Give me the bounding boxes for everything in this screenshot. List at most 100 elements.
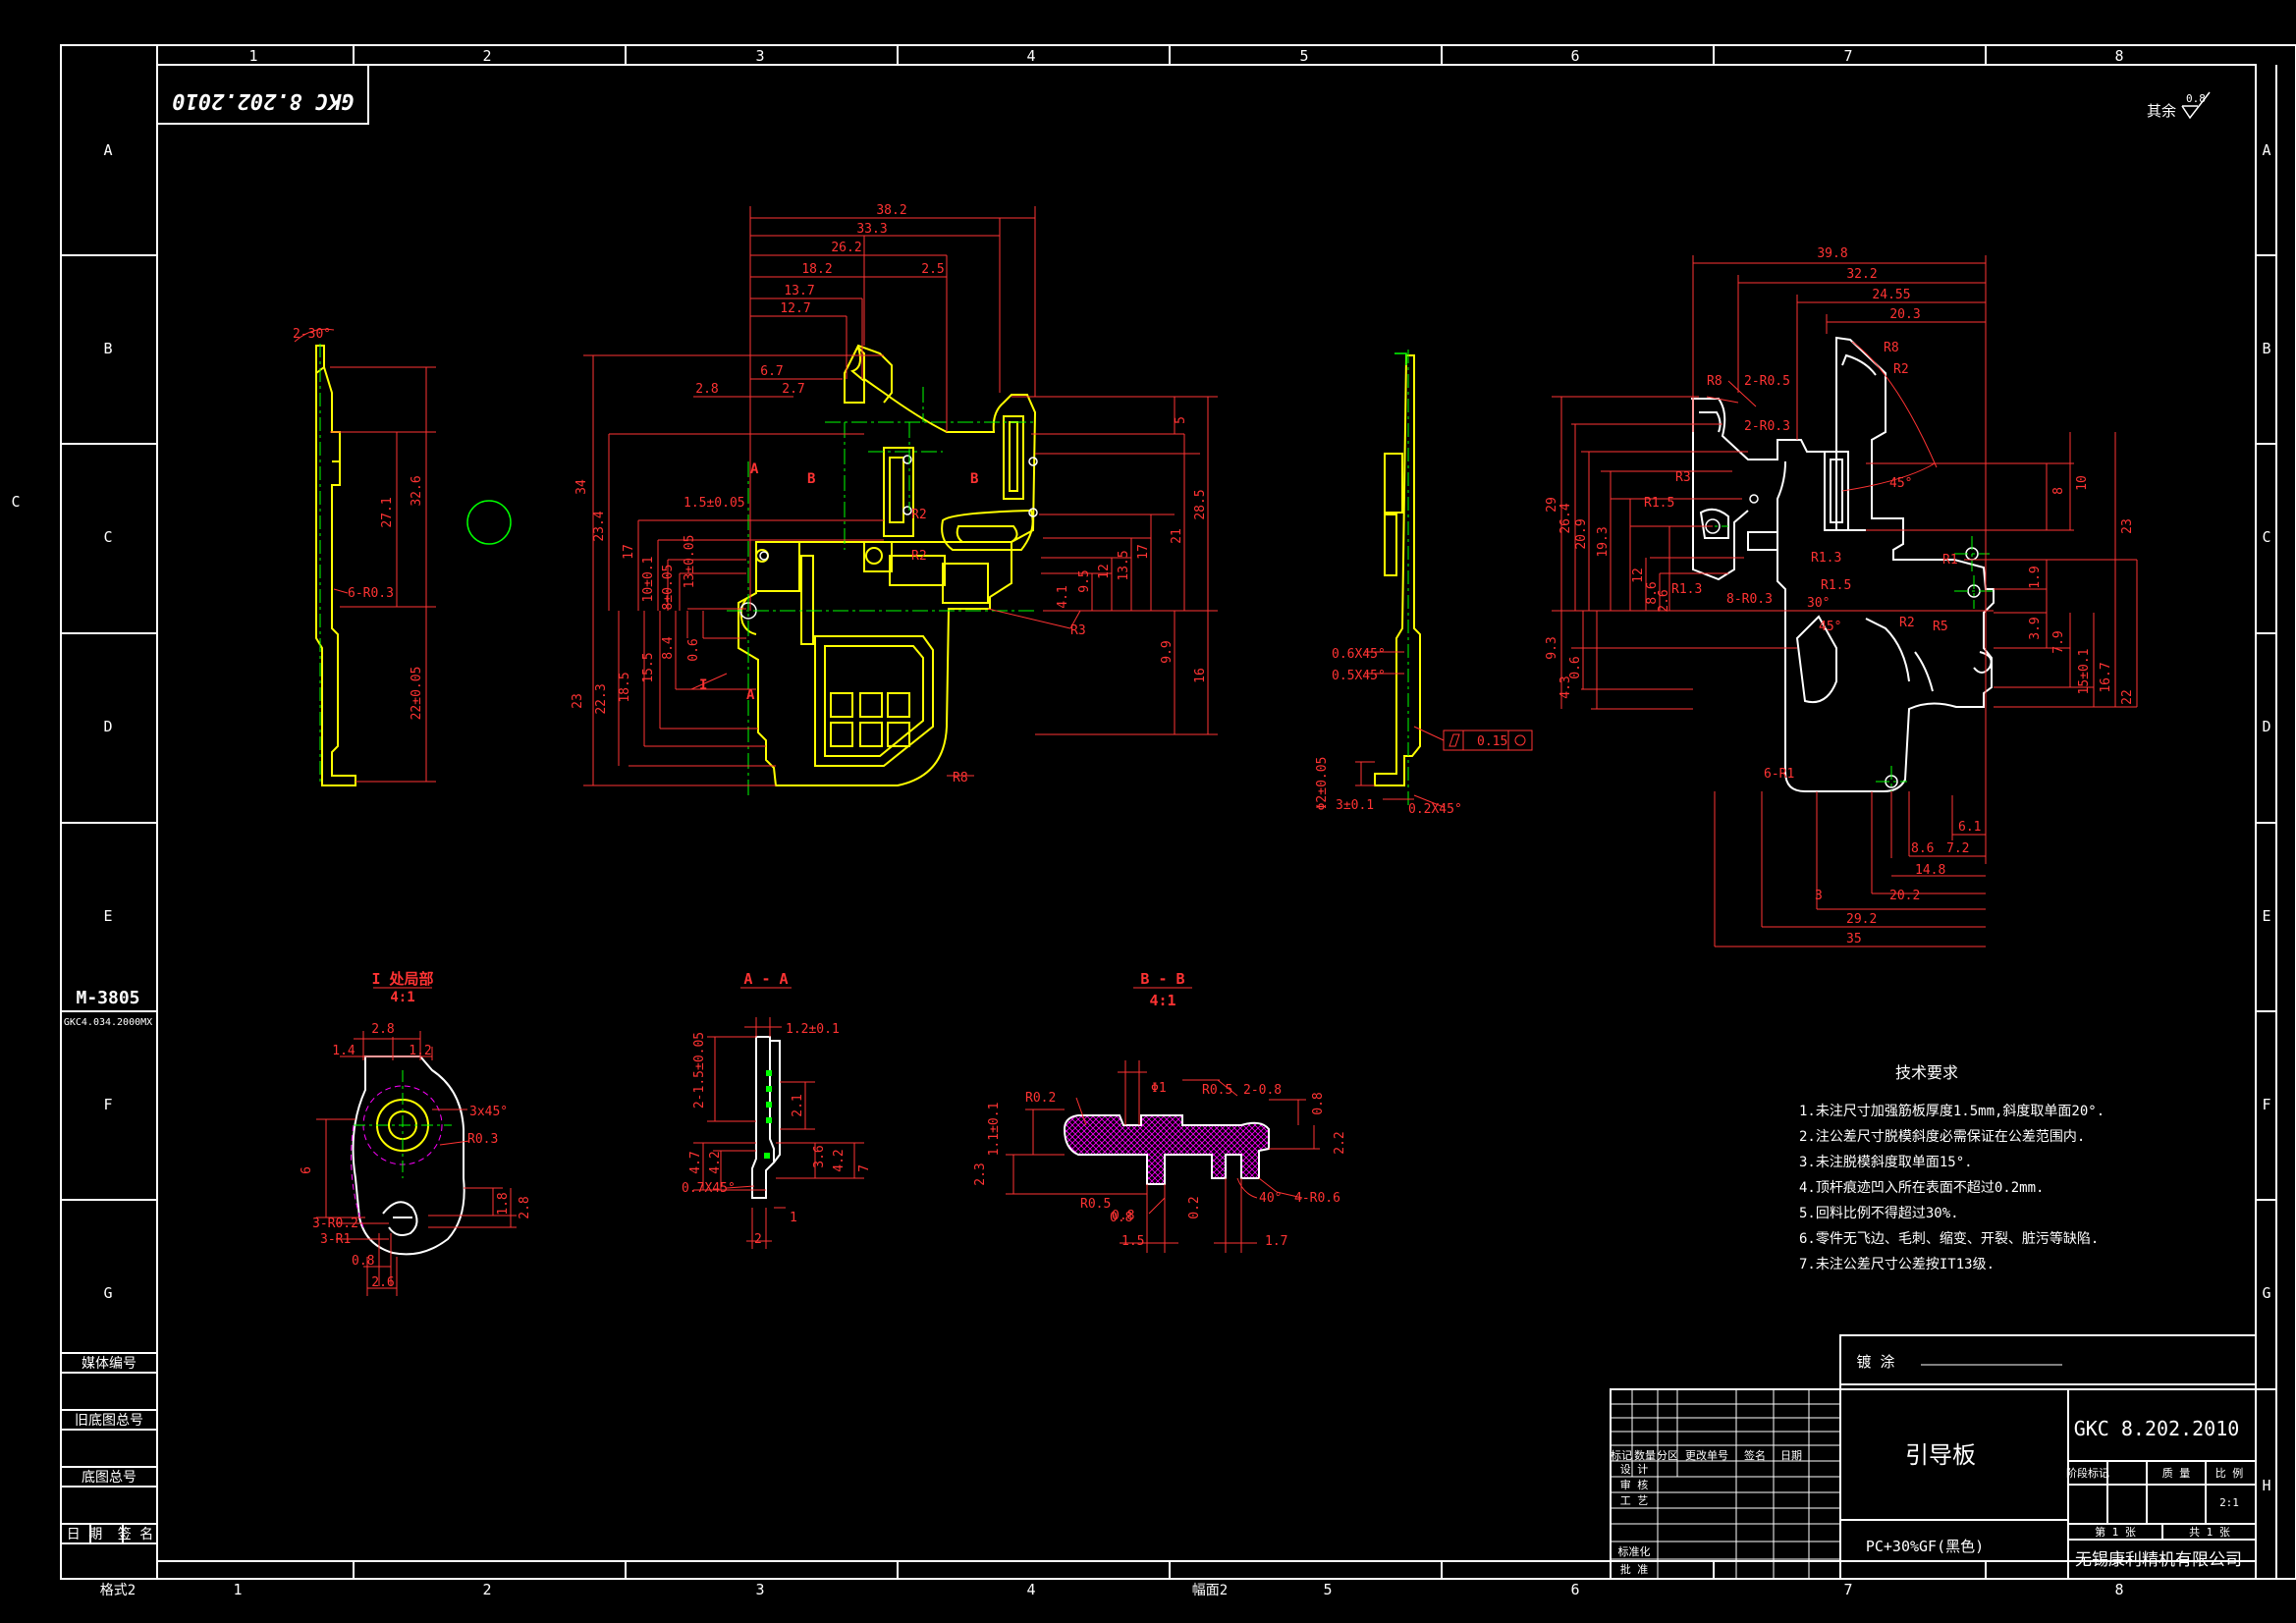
detail-dim-2-6: 2.6 bbox=[371, 1275, 394, 1290]
back-dim-22: 22 bbox=[2120, 689, 2135, 705]
row-label-left: F bbox=[103, 1096, 112, 1113]
back-dim-20-3: 20.3 bbox=[1889, 307, 1920, 322]
back-dim-20-2: 20.2 bbox=[1889, 889, 1920, 903]
bb-dim-1-5: 1.5 bbox=[1121, 1234, 1144, 1249]
side2-dim-3: 3±0.1 bbox=[1336, 798, 1374, 813]
rev-header-date: 日期 bbox=[1780, 1449, 1802, 1462]
bb-dim-0-8-mid: 0.8 bbox=[1112, 1209, 1134, 1223]
col-label-top: 4 bbox=[1026, 47, 1035, 65]
side-dim-22: 22±0.05 bbox=[410, 667, 424, 721]
detail-radius-r03: R0.3 bbox=[467, 1132, 498, 1147]
roughness-value: 0.8 bbox=[2186, 92, 2206, 105]
back-radius-r8-top: R8 bbox=[1884, 341, 1899, 355]
back-radius-r1-5: R1.5 bbox=[1644, 496, 1674, 511]
col-label-top: 7 bbox=[1843, 47, 1852, 65]
back-dim-32-2: 32.2 bbox=[1846, 267, 1877, 282]
sheet-size-label: 幅面2 bbox=[1192, 1583, 1228, 1598]
tech-line-5: 5.回料比例不得超过30%. bbox=[1799, 1205, 1959, 1221]
back-view: 39.8 32.2 24.55 20.3 R8 R2 R8 2-R0.5 2-R… bbox=[1545, 246, 2138, 947]
side2-chamfer-02: 0.2X45° bbox=[1408, 802, 1462, 817]
back-radius-2-r05: 2-R0.5 bbox=[1744, 374, 1790, 389]
col-label-bottom: 3 bbox=[755, 1581, 764, 1598]
company-name: 无锡康利精机有限公司 bbox=[2075, 1550, 2242, 1570]
back-radius-r1: R1 bbox=[1942, 553, 1958, 568]
role-approve: 批 准 bbox=[1620, 1562, 1649, 1576]
aa-dim-7: 7 bbox=[857, 1164, 872, 1172]
side-view-right: 0.6X45° 0.5X45° 0.15 3±0.1 0.2X45° Φ2±0.… bbox=[1315, 350, 1533, 817]
detail-dim-1-4: 1.4 bbox=[332, 1044, 355, 1058]
bb-radius-4-r06: 4-R0.6 bbox=[1294, 1191, 1340, 1206]
front-view: 38.2 33.3 26.2 18.2 2.5 13.7 12.7 6.7 2.… bbox=[571, 203, 1218, 795]
back-dim-1-9: 1.9 bbox=[2028, 566, 2043, 588]
detail-dim-2-8: 2.8 bbox=[371, 1022, 394, 1037]
col-label-top: 2 bbox=[482, 47, 491, 65]
tech-line-3: 3.未注脱模斜度取单面15°. bbox=[1799, 1155, 1973, 1170]
section-view-aa: A - A 1.2±0.1 2 bbox=[682, 970, 872, 1249]
aa-dim-1: 1 bbox=[790, 1211, 797, 1225]
material: PC+30%GF(黑色) bbox=[1866, 1538, 1984, 1555]
bb-radius-r02: R0.2 bbox=[1025, 1091, 1056, 1106]
col-label-bottom: 1 bbox=[233, 1581, 242, 1598]
aa-dim-4-2b: 4.2 bbox=[832, 1149, 847, 1171]
aa-dim-3-6: 3.6 bbox=[812, 1145, 827, 1167]
back-radius-r8-left: R8 bbox=[1707, 374, 1722, 389]
back-dim-7-9: 7.9 bbox=[2051, 630, 2066, 653]
detail-title: I 处局部 bbox=[371, 970, 433, 988]
rev-header-mark: 标记 bbox=[1611, 1448, 1632, 1462]
back-angle-45-top: 45° bbox=[1889, 476, 1912, 491]
scale-header: 比 例 bbox=[2215, 1466, 2244, 1480]
col-label-bottom: 2 bbox=[482, 1581, 491, 1598]
front-dim-9-9: 9.9 bbox=[1160, 640, 1175, 663]
detail-mark-i: I bbox=[699, 677, 707, 693]
section-mark-a-top: A bbox=[750, 461, 759, 477]
front-dim-38-2: 38.2 bbox=[876, 203, 906, 218]
front-dim-1-5: 1.5±0.05 bbox=[683, 496, 745, 511]
old-base-number-label: 旧底图总号 bbox=[75, 1413, 143, 1429]
aa-dim-4-2a: 4.2 bbox=[708, 1151, 723, 1173]
back-dim-3-9: 3.9 bbox=[2028, 617, 2043, 639]
aa-dim-2-1: 2.1 bbox=[791, 1094, 805, 1116]
front-dim-15-5: 15.5 bbox=[641, 652, 656, 682]
back-dim-0-6: 0.6 bbox=[1568, 656, 1583, 678]
detail-radius-3-r1: 3-R1 bbox=[320, 1232, 351, 1247]
rev-header-zone: 分区 bbox=[1657, 1449, 1678, 1462]
row-label-right: C bbox=[2262, 528, 2270, 546]
row-label-right: H bbox=[2262, 1477, 2270, 1494]
back-dim-19-3: 19.3 bbox=[1596, 526, 1611, 557]
back-dim-12: 12 bbox=[1631, 568, 1646, 583]
detail-radius-3-r02: 3-R0.2 bbox=[312, 1217, 358, 1231]
row-label-left: G bbox=[103, 1284, 112, 1302]
aa-chamfer: 0.7X45° bbox=[682, 1181, 736, 1196]
date-label: 日 期 bbox=[67, 1527, 102, 1542]
front-dim-23-4: 23.4 bbox=[592, 511, 607, 541]
back-dim-8-6: 8.6 bbox=[1645, 581, 1660, 604]
section-aa-title: A - A bbox=[743, 970, 788, 988]
back-radius-r2b: R2 bbox=[1899, 616, 1915, 630]
front-dim-10: 10±0.1 bbox=[641, 557, 656, 603]
bb-dim-2-0-8: 2-0.8 bbox=[1243, 1083, 1282, 1098]
side-dim-angle: 2-30° bbox=[293, 327, 331, 342]
row-label-right: F bbox=[2262, 1096, 2270, 1113]
bb-radius-r05-left: R0.5 bbox=[1080, 1197, 1111, 1212]
col-label-bottom: 5 bbox=[1323, 1581, 1332, 1598]
row-label-right: B bbox=[2262, 340, 2270, 357]
front-dim-13-5: 13.5 bbox=[1117, 550, 1131, 580]
front-dim-21: 21 bbox=[1170, 528, 1184, 544]
front-dim-17: 17 bbox=[622, 544, 636, 560]
row-label-left: E bbox=[103, 907, 112, 925]
section-mark-b-left: B bbox=[807, 471, 815, 487]
stage-mark-header: 阶段标记 bbox=[2066, 1466, 2109, 1480]
col-label-top: 8 bbox=[2114, 47, 2123, 65]
col-label-top: 6 bbox=[1570, 47, 1579, 65]
bb-dim-2-2: 2.2 bbox=[1333, 1131, 1347, 1154]
front-radius-r3: R3 bbox=[1070, 623, 1086, 638]
aa-dim-2-1-5: 2-1.5±0.05 bbox=[692, 1032, 707, 1109]
aa-dim-1-2: 1.2±0.1 bbox=[786, 1022, 840, 1037]
role-process: 工 艺 bbox=[1620, 1494, 1649, 1507]
section-view-bb: B - B 4:1 bbox=[973, 970, 1347, 1253]
front-dim-4-1: 4.1 bbox=[1056, 585, 1070, 608]
row-label-left: D bbox=[103, 718, 112, 735]
front-dim-23: 23 bbox=[571, 693, 585, 709]
side2-dia: Φ2±0.05 bbox=[1315, 757, 1330, 811]
